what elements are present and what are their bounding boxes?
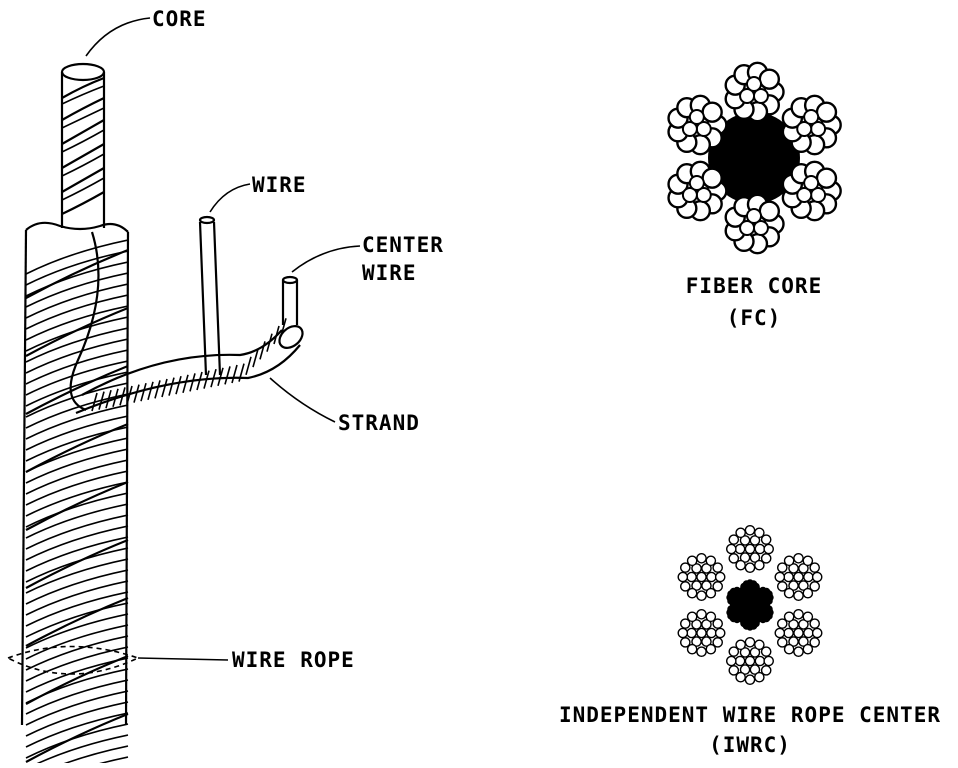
wire-rope-leader [138,658,228,660]
iwrc-abbr: (IWRC) [709,733,791,757]
label-strand: STRAND [338,411,420,435]
iwrc-title: INDEPENDENT WIRE ROPE CENTER [559,703,941,727]
rope-core [62,64,104,228]
center-wire-leader [292,246,360,272]
core-leader [86,18,150,56]
rope-strand-lay [26,240,128,763]
fiber-core-cross-section [669,63,841,253]
label-wire: WIRE [252,173,307,197]
center-wire [283,277,297,325]
label-center-wire-line1: CENTER [362,233,444,257]
wire-rope-illustration: CORE WIRE CENTER WIRE STRAND WIRE ROPE [8,7,444,763]
fiber-core-title: FIBER CORE [686,274,822,298]
wire-leader [210,184,250,212]
iwrc-cross-section [678,526,822,685]
single-wire [200,217,220,375]
label-wire-rope: WIRE ROPE [232,648,355,672]
label-core: CORE [152,7,207,31]
label-center-wire-line2: WIRE [362,261,417,285]
fiber-core-abbr: (FC) [727,306,782,330]
strand-leader [270,378,335,422]
